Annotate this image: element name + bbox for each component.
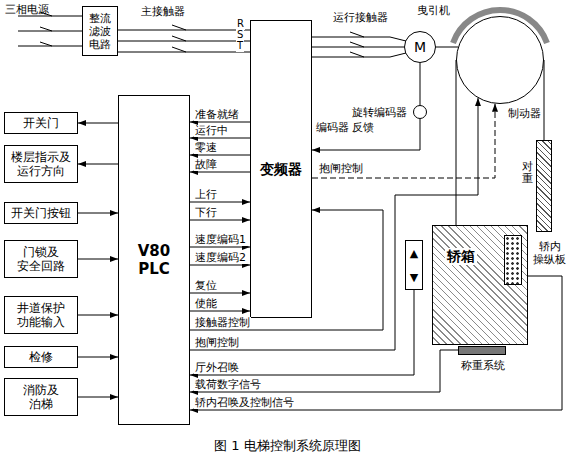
- signal-wire: [78, 357, 118, 358]
- signal-label: 上行: [194, 189, 218, 201]
- signal-wire: [78, 259, 118, 260]
- signal-wire: [190, 155, 250, 156]
- node-text: 开关门按钮: [11, 206, 71, 220]
- node-text: 轿内 操纵板: [533, 240, 566, 266]
- signal-label: 接触器控制: [194, 317, 251, 329]
- node-text: 井道保护 功能输入: [17, 301, 65, 329]
- three-phase-wires: [18, 16, 82, 46]
- signal-wire: [190, 172, 250, 173]
- signal-wire: [312, 104, 495, 178]
- node-text: 变频器: [260, 161, 302, 178]
- signal-wire: [190, 350, 458, 392]
- process-box: 整流 滤波 电路: [82, 6, 118, 56]
- weighing-device: 称重系统: [458, 346, 506, 355]
- signal-label: 载荷数字信号: [194, 379, 262, 391]
- node-text: 消防及 泊梯: [23, 383, 59, 411]
- node-text: V80 PLC: [138, 242, 170, 278]
- node-text: 门锁及 安全回路: [17, 245, 65, 273]
- node-text: 整流 滤波 电路: [89, 12, 111, 51]
- signal-wire: [190, 247, 250, 248]
- signal-wire: [78, 213, 118, 214]
- signal-wire: [190, 265, 250, 266]
- figure-caption: 图 1 电梯控制系统原理图: [213, 438, 362, 454]
- node-text: 旋转编码器: [352, 106, 407, 119]
- node-text: 检修: [29, 350, 53, 364]
- signal-label: 复位: [194, 280, 218, 292]
- input-box: 开关门按钮: [4, 202, 78, 224]
- inverter-box: 变频器: [250, 20, 312, 318]
- signal-wire: [78, 315, 118, 316]
- hall-call-box: ▲▼: [405, 240, 423, 290]
- input-box: 消防及 泊梯: [4, 378, 78, 416]
- signal-wire: [78, 397, 118, 398]
- node-text: ▼: [410, 271, 418, 284]
- output-box: 楼层指示及 运行方向: [4, 145, 78, 183]
- signal-wire: [190, 138, 250, 139]
- traction-sheave: 曳引机: [456, 16, 544, 104]
- signal-wire: [190, 220, 250, 221]
- signal-label: 使能: [194, 298, 218, 310]
- input-box: 门锁及 安全回路: [4, 240, 78, 278]
- encoder-circle: 旋转编码器: [413, 105, 427, 119]
- signal-wire: [118, 41, 250, 42]
- signal-wire: [436, 47, 458, 48]
- main-contactor-symbol: [172, 25, 186, 52]
- signal-label: 轿内召唤及控制信号: [194, 397, 295, 409]
- motor-circle: M: [404, 31, 436, 63]
- node-text: 轿箱: [445, 248, 477, 265]
- phase-label: T: [236, 40, 244, 52]
- signal-wire: [312, 119, 420, 150]
- plc-box: V80 PLC: [118, 95, 190, 425]
- signal-wire: [456, 60, 457, 225]
- power-switch: [40, 12, 52, 46]
- node-text: 开关门: [23, 116, 59, 130]
- run-contactor-symbol: [350, 32, 364, 57]
- signal-label: 准备就绪: [194, 109, 240, 121]
- signal-wire: [78, 123, 118, 124]
- motor-wires: [312, 37, 406, 57]
- input-box: 检修: [4, 346, 78, 368]
- node-text: M: [414, 39, 426, 56]
- signal-wire: [544, 60, 545, 140]
- signal-label: 速度编码2: [194, 252, 247, 264]
- node-text: 对重: [522, 161, 533, 185]
- signal-label: 运行中: [194, 125, 229, 137]
- signal-label: 厅外召唤: [194, 362, 240, 374]
- signal-label: 零速: [194, 142, 218, 154]
- power-input-wires: [18, 12, 406, 57]
- input-box: 井道保护 功能输入: [4, 296, 78, 334]
- rst-wires: [118, 30, 250, 52]
- signal-label: 下行: [194, 207, 218, 219]
- part-name: 运行接触器: [332, 12, 389, 24]
- signal-wire: [78, 164, 118, 165]
- counterweight: 对重: [536, 140, 552, 232]
- car-panel: 轿内 操纵板: [504, 235, 522, 285]
- node-text: 称重系统: [461, 359, 505, 372]
- signal-wire: [312, 47, 404, 48]
- signal-label: 故障: [194, 159, 218, 171]
- node-text: ▲: [410, 247, 418, 260]
- signal-wire: [190, 311, 250, 312]
- node-text: 楼层指示及 运行方向: [11, 150, 71, 178]
- signal-label: 抱闸控制: [194, 337, 240, 349]
- signal-wire: [190, 293, 250, 294]
- power-source-label: 三相电源: [4, 4, 17, 16]
- signal-wire: [190, 202, 250, 203]
- part-name: 制动器: [507, 108, 542, 120]
- signal-label: 抱闸控制: [318, 163, 364, 175]
- output-box: 开关门: [4, 112, 78, 134]
- signal-wire: [420, 63, 421, 105]
- elevator-car: 轿箱 轿内 操纵板: [432, 225, 528, 345]
- node-text: 曳引机: [417, 4, 450, 17]
- signal-label: 编码器 反馈: [315, 122, 376, 134]
- signal-label: 速度编码1: [194, 234, 247, 246]
- signal-wire: [190, 122, 250, 123]
- part-name: 主接触器: [140, 6, 186, 18]
